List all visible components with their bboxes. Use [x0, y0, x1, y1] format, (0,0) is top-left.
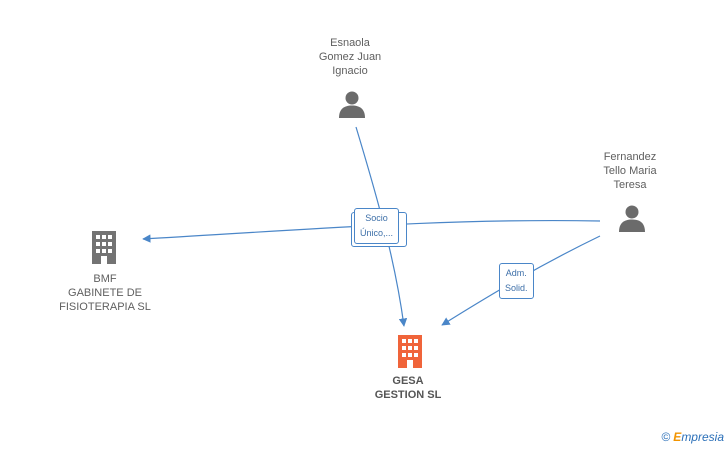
node-label-line: Fernandez	[603, 151, 657, 163]
brand-logo-e: E	[673, 430, 682, 444]
node-label-line: BMF	[93, 273, 117, 285]
brand-logo[interactable]: ©Empresia	[661, 430, 724, 444]
person-icon[interactable]	[338, 90, 366, 118]
node-label-line: Teresa	[613, 179, 647, 191]
relation-label-line: Adm.	[505, 268, 527, 278]
node-label-line: Gomez Juan	[318, 51, 382, 63]
node-label-line: Ignacio	[332, 65, 368, 77]
node-label-gesa: GESA GESTION SL	[358, 374, 458, 402]
copyright-icon: ©	[661, 430, 671, 444]
node-label-line: Esnaola	[330, 37, 370, 49]
node-label-line: Tello Maria	[603, 165, 657, 177]
node-label-line: GESA	[392, 375, 424, 387]
person-icon[interactable]	[618, 204, 646, 232]
node-label-esnaola: Esnaola Gomez Juan Ignacio	[300, 36, 400, 78]
relation-box-socio[interactable]: Socio Único,...	[354, 208, 400, 244]
node-label-bmf: BMF GABINETE DE FISIOTERAPIA SL	[40, 272, 170, 314]
building-icon[interactable]	[90, 231, 118, 264]
relation-label-line: Único,...	[360, 228, 394, 238]
relation-label-line: Solid.	[505, 283, 528, 293]
relation-label-line: Socio	[365, 213, 388, 223]
building-icon[interactable]	[396, 335, 424, 368]
brand-logo-text: mpresia	[681, 430, 724, 444]
relation-box-adm[interactable]: Adm. Solid.	[499, 263, 534, 299]
node-label-fernandez: Fernandez Tello Maria Teresa	[580, 150, 680, 192]
node-label-line: GESTION SL	[374, 389, 442, 401]
node-label-line: GABINETE DE	[68, 287, 142, 299]
node-label-line: FISIOTERAPIA SL	[59, 301, 151, 313]
